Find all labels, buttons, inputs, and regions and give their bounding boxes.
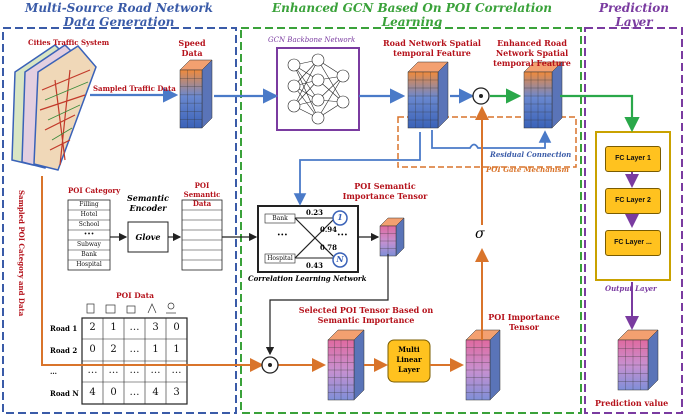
glove-label: Glove: [135, 232, 161, 242]
poi-table-cell: …: [87, 365, 98, 376]
semantic-importance-cube: [379, 217, 405, 257]
output-layer-label: Output Layer: [605, 284, 657, 293]
poi-table-cell: 3: [173, 387, 180, 398]
sampled-poi-vertical-label: Sampled POI Category and Data: [17, 190, 26, 317]
poi-table-cell: …: [129, 365, 140, 376]
gcn-network-icon: [287, 53, 350, 125]
poi-category-item: School: [78, 221, 100, 228]
poi-importance-cube: [465, 329, 501, 401]
poi-data-table: [81, 317, 188, 405]
arrow-residual: [431, 130, 552, 149]
poi-category-item: Filling: [79, 201, 99, 208]
fc-layer-2: FC Layer 2: [605, 188, 661, 214]
selected-poi-label: Selected POI Tensor Based on Semantic Im…: [298, 305, 434, 325]
corr-value-4: 0.43: [306, 261, 324, 270]
poi-row-label: Road 2: [50, 346, 78, 355]
poi-table-cell: 4: [152, 387, 159, 398]
middle-section-box: [240, 27, 582, 414]
poi-data-label: POI Data: [116, 291, 154, 300]
poi-table-cell: 0: [89, 344, 96, 355]
poi-table-cell: …: [150, 365, 161, 376]
gcn-backbone-label: GCN Backbone Network: [268, 36, 356, 44]
poi-category-item: Hotel: [80, 211, 98, 218]
poi-table-cell: 1: [173, 344, 180, 355]
poi-importance-label: POI Importance Tensor: [488, 312, 560, 332]
poi-icons-row: [86, 302, 176, 314]
multi-linear-label: Multi Linear Layer: [396, 345, 422, 374]
enhanced-feature-cube: [523, 61, 563, 129]
poi-gate-label: POI Gate Mechanism: [486, 165, 569, 174]
poi-table-cell: 4: [89, 387, 96, 398]
enhanced-feature-label: Enhanced Road Network Spatial temporal F…: [493, 38, 571, 68]
multi-linear-box: [387, 339, 431, 383]
fc-layer-3: FC Layer ...: [605, 230, 661, 256]
speed-data-label: Speed Data: [178, 38, 206, 58]
poi-category-item: Bank: [81, 251, 97, 258]
poi-category-list: [67, 199, 111, 271]
prediction-cube: [617, 329, 659, 391]
poi-table-cell: 1: [152, 344, 159, 355]
residual-label: Residual Connection: [490, 150, 572, 159]
poi-table-cell: 2: [110, 344, 117, 355]
sampled-traffic-label: Sampled Traffic Data: [93, 84, 176, 93]
left-section-box: [2, 27, 237, 414]
poi-table-cell: 0: [110, 387, 117, 398]
poi-category-item: •••: [83, 231, 95, 238]
poi-row-label: …: [50, 367, 57, 376]
poi-category-label: POI Category: [68, 186, 121, 195]
corr-item-hospital: Hospital: [267, 255, 293, 262]
arrow-enhanced-to-output: [560, 94, 640, 133]
poi-table-cell: 3: [152, 322, 159, 333]
correlation-learning-box: [257, 205, 359, 273]
poi-table-cell: 0: [173, 322, 180, 333]
poi-semantic-data-list: [181, 199, 223, 271]
corr-dots-left: •••: [277, 232, 288, 239]
corr-value-2: 0.94: [320, 225, 338, 234]
corr-value-3: 0.78: [320, 243, 338, 252]
poi-category-item: Subway: [77, 241, 101, 248]
poi-row-label: Road 1: [50, 324, 78, 333]
arrow-importance-to-select: [265, 254, 389, 356]
semantic-encoder-label: Semantic Encoder: [127, 193, 169, 213]
poi-table-cell: …: [171, 365, 182, 376]
poi-table-cell: …: [129, 387, 140, 398]
poi-row-label: Road N: [50, 389, 79, 398]
arrow-feature-to-correlation: [293, 132, 421, 206]
semantic-importance-label: POI Semantic Importance Tensor: [342, 181, 428, 201]
prediction-value-label: Prediction value: [595, 398, 669, 408]
sigma-symbol: σ: [475, 226, 485, 242]
poi-table-cell: …: [129, 322, 140, 333]
poi-category-item: Hospital: [76, 261, 102, 268]
correlation-learning-label: Correlation Learning Network: [248, 274, 367, 283]
glove-box: [127, 221, 169, 253]
poi-table-cell: …: [108, 365, 119, 376]
middle-section-title: Enhanced GCN Based On POI Correlation Le…: [271, 1, 553, 29]
left-section-title: Multi-Source Road Network Data Generatio…: [25, 1, 213, 29]
road-feature-cube: [407, 61, 449, 129]
right-section-title: Prediction Layer: [598, 1, 670, 29]
gate-odot-dot: [479, 94, 483, 98]
corr-item-bank: Bank: [272, 215, 288, 222]
cities-traffic-label: Cities Traffic System: [28, 38, 110, 47]
poi-semantic-data-label: POI Semantic Data: [183, 181, 221, 208]
corr-node-1: 1: [337, 212, 343, 222]
poi-table-cell: …: [129, 344, 140, 355]
poi-gate-box: [397, 116, 577, 168]
road-feature-label: Road Network Spatial temporal Feature: [383, 38, 481, 58]
corr-node-n: N: [336, 254, 344, 264]
right-section-box: [584, 27, 683, 414]
corr-value-1: 0.23: [306, 208, 324, 217]
select-odot-dot: [268, 363, 272, 367]
arrow-poi-sampling: [41, 176, 264, 372]
city-map-image: [11, 44, 97, 171]
poi-table-cell: 1: [110, 322, 117, 333]
poi-table-cell: 2: [89, 322, 96, 333]
selected-poi-cube: [327, 329, 365, 401]
speed-data-cube: [179, 59, 213, 129]
fc-layer-1: FC Layer 1: [605, 146, 661, 172]
corr-dots-right: •••: [337, 232, 348, 239]
